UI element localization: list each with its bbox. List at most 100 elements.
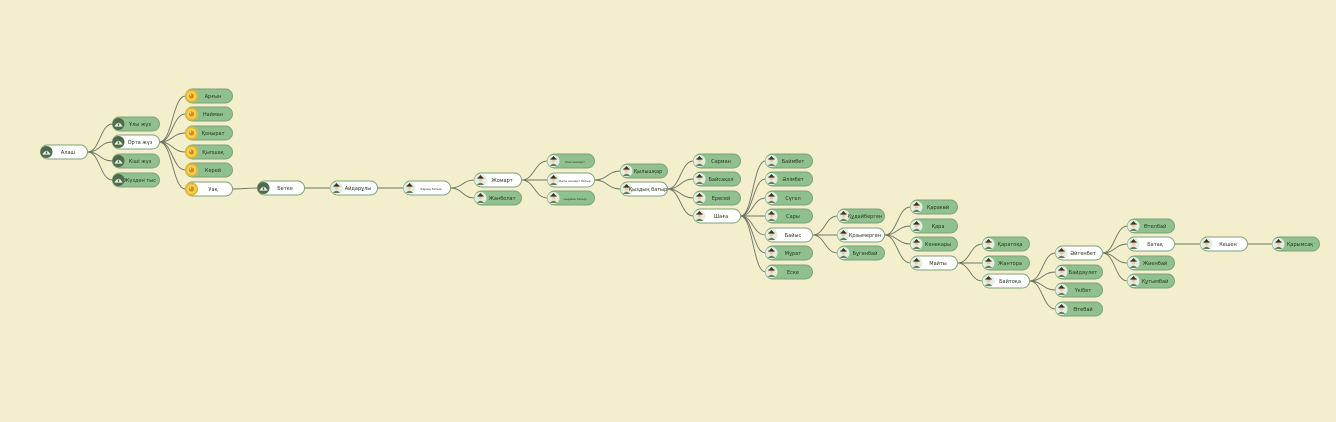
node-label: Шаға xyxy=(714,214,728,220)
node-label: Орта жүз xyxy=(128,140,153,146)
tree-node-karatoka[interactable]: Қаратоқа xyxy=(982,236,1030,252)
person-icon xyxy=(1272,238,1285,250)
node-label: Құтымбай xyxy=(1142,278,1169,285)
tree-node-karakoi[interactable]: Қаракөй xyxy=(910,199,958,215)
tree-node-jienbai[interactable]: Жиенбай xyxy=(1127,255,1175,271)
link-kyzdy-shaka xyxy=(667,188,694,217)
person-icon xyxy=(693,155,706,167)
tree-node-ukibet[interactable]: Үкібет xyxy=(1055,282,1103,298)
tree-node-alash[interactable]: Алаш xyxy=(40,144,88,160)
node-label: Өтебай xyxy=(1073,306,1092,313)
tree-node-kuryshbai[interactable]: Қарымсақ xyxy=(1272,236,1320,252)
tree-node-aitenbet[interactable]: Әйтенбет xyxy=(1055,245,1103,261)
tree-node-n1[interactable]: Қараш батыр xyxy=(403,180,451,196)
person-icon xyxy=(693,210,706,222)
link-alash-orta xyxy=(87,141,113,153)
node-label: Ұлы жүз xyxy=(128,122,151,128)
person-icon xyxy=(1055,284,1068,296)
link-shaka-alimbet xyxy=(740,178,766,217)
link-orta-kongyrat xyxy=(159,132,186,143)
person-icon xyxy=(547,174,560,186)
node-label: Сүгел xyxy=(785,196,800,202)
node-label: Кіші жүз xyxy=(129,159,152,165)
tree-node-kara[interactable]: Қара xyxy=(910,218,958,234)
person-icon xyxy=(982,238,995,250)
tree-node-kypshak[interactable]: Қыпшақ xyxy=(184,144,233,160)
link-uak-betke xyxy=(232,187,258,190)
tree-node-kutymbai[interactable]: Құтымбай xyxy=(1127,273,1175,289)
tree-node-shaka[interactable]: Шаға xyxy=(693,208,741,224)
tree-node-baisakal[interactable]: Байсақал xyxy=(693,171,741,187)
tree-node-baidauly[interactable]: Байдәулет xyxy=(1055,264,1103,280)
person-icon xyxy=(910,238,923,250)
node-label: Қаратоқа xyxy=(998,242,1023,248)
tree-node-alimbet[interactable]: Әлімбет xyxy=(765,171,813,187)
person-icon xyxy=(693,192,706,204)
tree-node-kishi[interactable]: Кіші жүз xyxy=(112,153,160,169)
tree-node-murat[interactable]: Мұрат xyxy=(765,245,813,261)
node-label: Сары xyxy=(786,214,800,220)
tree-node-aidaruly[interactable]: Айдарұлы xyxy=(330,180,378,196)
tree-node-kenesary[interactable]: Кенекары xyxy=(910,236,958,252)
tree-node-n4[interactable]: Сырман батыр xyxy=(547,190,595,206)
tree-node-kylyshkar[interactable]: Қылышқар xyxy=(620,163,668,179)
tent-icon xyxy=(112,174,125,186)
link-orta-naiman xyxy=(159,113,186,143)
person-icon xyxy=(765,247,778,259)
tree-node-sarman[interactable]: Сарман xyxy=(693,153,741,169)
tree-node-kozymaraq[interactable]: Қозымерген xyxy=(837,227,885,243)
tent-icon xyxy=(112,136,125,148)
tree-node-kongyrat[interactable]: Қоңырат xyxy=(184,125,233,141)
sun-emblem-icon xyxy=(184,126,199,140)
node-label: Қарымсақ xyxy=(1287,242,1313,248)
tree-node-bugenbai[interactable]: Бұгенбай xyxy=(837,245,885,261)
tree-node-eske[interactable]: Еске xyxy=(765,264,813,280)
tree-node-orta[interactable]: Орта жүз xyxy=(112,134,160,150)
tree-node-argyn[interactable]: Арғын xyxy=(184,88,233,104)
tree-node-kerei[interactable]: Керей xyxy=(184,162,233,178)
tree-node-n3[interactable]: Бала жомарт батыр xyxy=(547,172,595,188)
node-label: Байыс xyxy=(785,232,802,239)
tent-icon xyxy=(40,146,53,158)
tree-node-kesen[interactable]: Кешен xyxy=(1200,236,1248,252)
node-label: Қоңырат xyxy=(201,131,224,137)
tree-node-baimbet[interactable]: Баймбет xyxy=(765,153,813,169)
tree-node-juzden[interactable]: Жүзден тыс xyxy=(112,172,160,188)
node-label: Сырман батыр xyxy=(563,197,586,201)
tree-node-baitore[interactable]: Байтоқа xyxy=(982,273,1030,289)
tree-node-sugel[interactable]: Сүгел xyxy=(765,190,813,206)
node-label: Батақ xyxy=(1147,242,1163,248)
tree-node-betke[interactable]: Бетке xyxy=(257,180,305,196)
node-label: Кіші жомарт xyxy=(565,160,585,164)
person-icon xyxy=(403,182,416,194)
tree-node-otebai[interactable]: Өтебай xyxy=(1055,301,1103,317)
tree-node-jomart[interactable]: Жомарт xyxy=(474,172,522,188)
node-label: Жомарт xyxy=(491,178,512,184)
node-label: Жиенбай xyxy=(1143,260,1167,267)
link-aitenbet-otelbai xyxy=(1102,225,1128,254)
link-baiys-kudaibergen xyxy=(812,215,838,236)
tree-node-eresei[interactable]: Ересей xyxy=(693,190,741,206)
tree-node-n2[interactable]: Кіші жомарт xyxy=(547,153,595,169)
link-kyzdy-baisakal xyxy=(667,178,694,190)
tree-node-maity[interactable]: Майты xyxy=(910,255,958,271)
tree-node-uak[interactable]: Уақ xyxy=(184,181,233,197)
link-orta-argyn xyxy=(159,95,186,143)
tree-node-kudaibergen[interactable]: Құдайберген xyxy=(837,208,885,224)
tree-node-jantore[interactable]: Жантора xyxy=(982,255,1030,271)
tree-node-kyzdy[interactable]: Қыздың батыр xyxy=(620,181,668,197)
node-label: Әйтенбет xyxy=(1070,250,1096,257)
tree-node-baiys[interactable]: Байыс xyxy=(765,227,813,243)
link-kyzdy-sarman xyxy=(667,160,694,190)
tree-node-sary[interactable]: Сары xyxy=(765,208,813,224)
person-icon xyxy=(1055,303,1068,315)
person-icon xyxy=(1127,275,1140,287)
link-baitore-aitenbet xyxy=(1029,252,1056,282)
tree-node-uly[interactable]: Ұлы жүз xyxy=(112,116,160,132)
tree-node-otelbai[interactable]: Өтелбай xyxy=(1127,218,1175,234)
person-icon xyxy=(765,155,778,167)
tent-icon xyxy=(112,155,125,167)
tree-node-batak[interactable]: Батақ xyxy=(1127,236,1175,252)
tree-node-janbolat[interactable]: Жанболат xyxy=(474,190,522,206)
tree-node-naiman[interactable]: Найман xyxy=(184,106,233,122)
